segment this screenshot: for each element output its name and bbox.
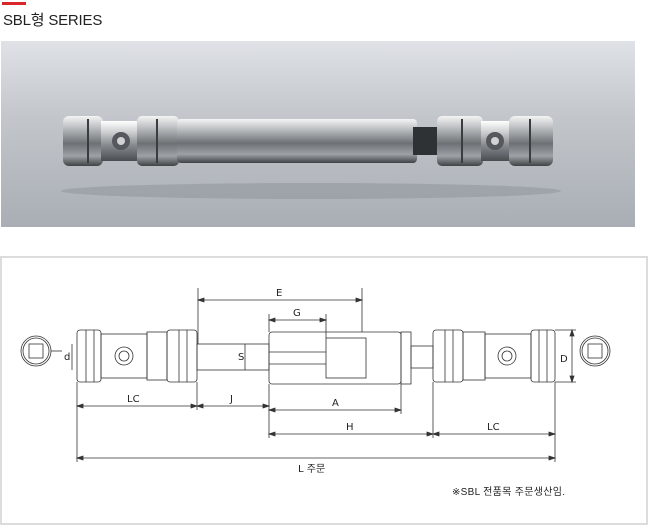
left-end-view (20, 335, 62, 367)
title-accent-bar (2, 2, 26, 5)
order-note: ※SBL 전품목 주문생산임. (452, 487, 566, 498)
shaft-drawing (196, 331, 434, 385)
dim-label-d-small: d (64, 352, 70, 363)
dim-label-e: E (276, 288, 282, 299)
universal-joint-shaft-illustration (61, 116, 561, 199)
dim-label-d-large: D (560, 354, 568, 365)
dim-label-j: J (229, 394, 233, 405)
dim-label-s: S (238, 352, 244, 363)
dim-label-lc-right: LC (487, 422, 500, 433)
left-yoke-drawing (76, 329, 198, 383)
right-end-view (579, 335, 611, 367)
dim-label-g: G (293, 308, 301, 319)
dim-label-lc-left: LC (127, 394, 140, 405)
product-photo (1, 41, 635, 227)
dim-label-l: L 주문 (298, 463, 325, 475)
dimension-drawing: E G S d D LC J A H LC L 주문 (20, 288, 611, 475)
page-title: SBL형 SERIES (3, 12, 103, 29)
right-yoke-drawing (432, 329, 556, 383)
dim-label-a: A (332, 398, 339, 409)
dimension-drawing-panel: E G S d D LC J A H LC L 주문 (0, 256, 648, 525)
dim-label-h: H (346, 422, 354, 433)
